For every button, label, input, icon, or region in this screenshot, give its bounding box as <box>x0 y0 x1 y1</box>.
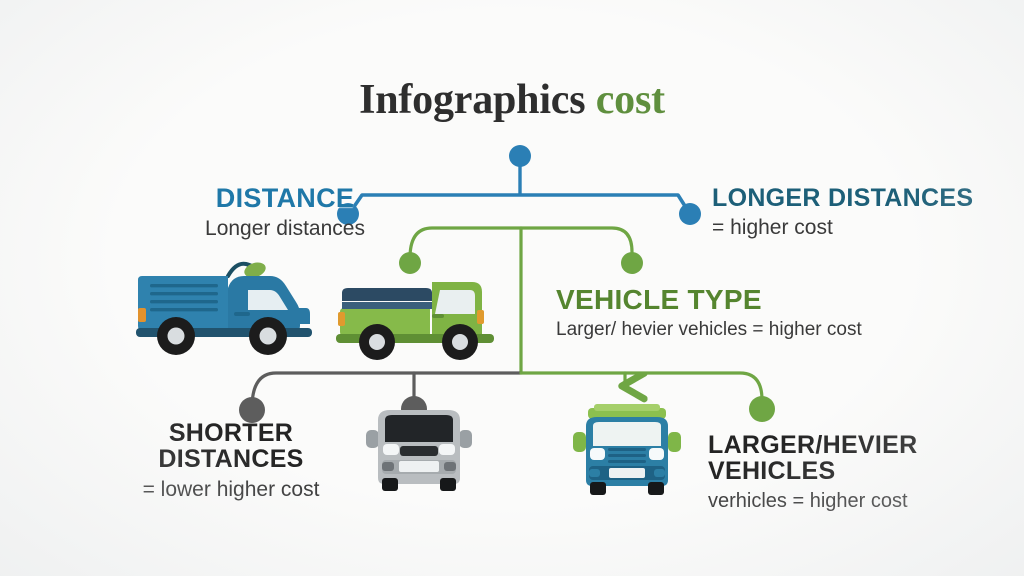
title-main-text: Infographics <box>359 77 586 123</box>
blue-truck-front-icon <box>573 404 681 495</box>
blue-bracket-top <box>337 145 701 225</box>
label-shorter-distances-heading: SHORTER DISTANCES <box>158 419 304 474</box>
node-dot-green-right <box>621 252 643 274</box>
page-title: Infographics cost <box>0 76 1024 124</box>
label-distance-sub: Longer distances <box>205 217 365 241</box>
node-dot-longer-distances <box>679 203 701 225</box>
label-shorter-distances: SHORTER DISTANCES = lower higher cost <box>106 420 356 502</box>
label-longer-distances-sub: = higher cost <box>712 216 833 240</box>
label-distance-heading: DISTANCE <box>215 183 355 213</box>
label-shorter-distances-sub: = lower higher cost <box>142 477 320 501</box>
gray-van-front-icon <box>366 410 472 491</box>
green-bracket-mid <box>399 226 643 374</box>
blue-delivery-van-side-icon <box>136 261 312 355</box>
title-accent-text: cost <box>595 77 665 123</box>
green-bracket-bottom <box>519 371 775 422</box>
label-distance: DISTANCE Longer distances <box>160 184 410 241</box>
node-dot-top-center <box>509 145 531 167</box>
label-longer-distances: LONGER DISTANCES = higher cost <box>712 185 1012 240</box>
node-dot-distance <box>337 203 359 225</box>
label-vehicle-type: VEHICLE TYPE Larger/ hevier vehicles = h… <box>556 285 916 341</box>
label-larger-vehicles: LARGER/HEVIER VEHICLES verhicles = highe… <box>708 432 1008 513</box>
label-longer-distances-heading: LONGER DISTANCES <box>712 184 974 212</box>
label-vehicle-type-sub: Larger/ hevier vehicles = higher cost <box>556 319 862 341</box>
node-dot-shorter-distances <box>239 397 265 423</box>
node-dot-larger-vehicles <box>749 396 775 422</box>
label-vehicle-type-heading: VEHICLE TYPE <box>556 284 762 315</box>
label-larger-vehicles-heading: LARGER/HEVIER VEHICLES <box>708 431 918 486</box>
node-dot-green-left <box>399 252 421 274</box>
label-larger-vehicles-sub: verhicles = higher cost <box>708 489 908 512</box>
green-pickup-truck-side-icon <box>336 282 494 360</box>
